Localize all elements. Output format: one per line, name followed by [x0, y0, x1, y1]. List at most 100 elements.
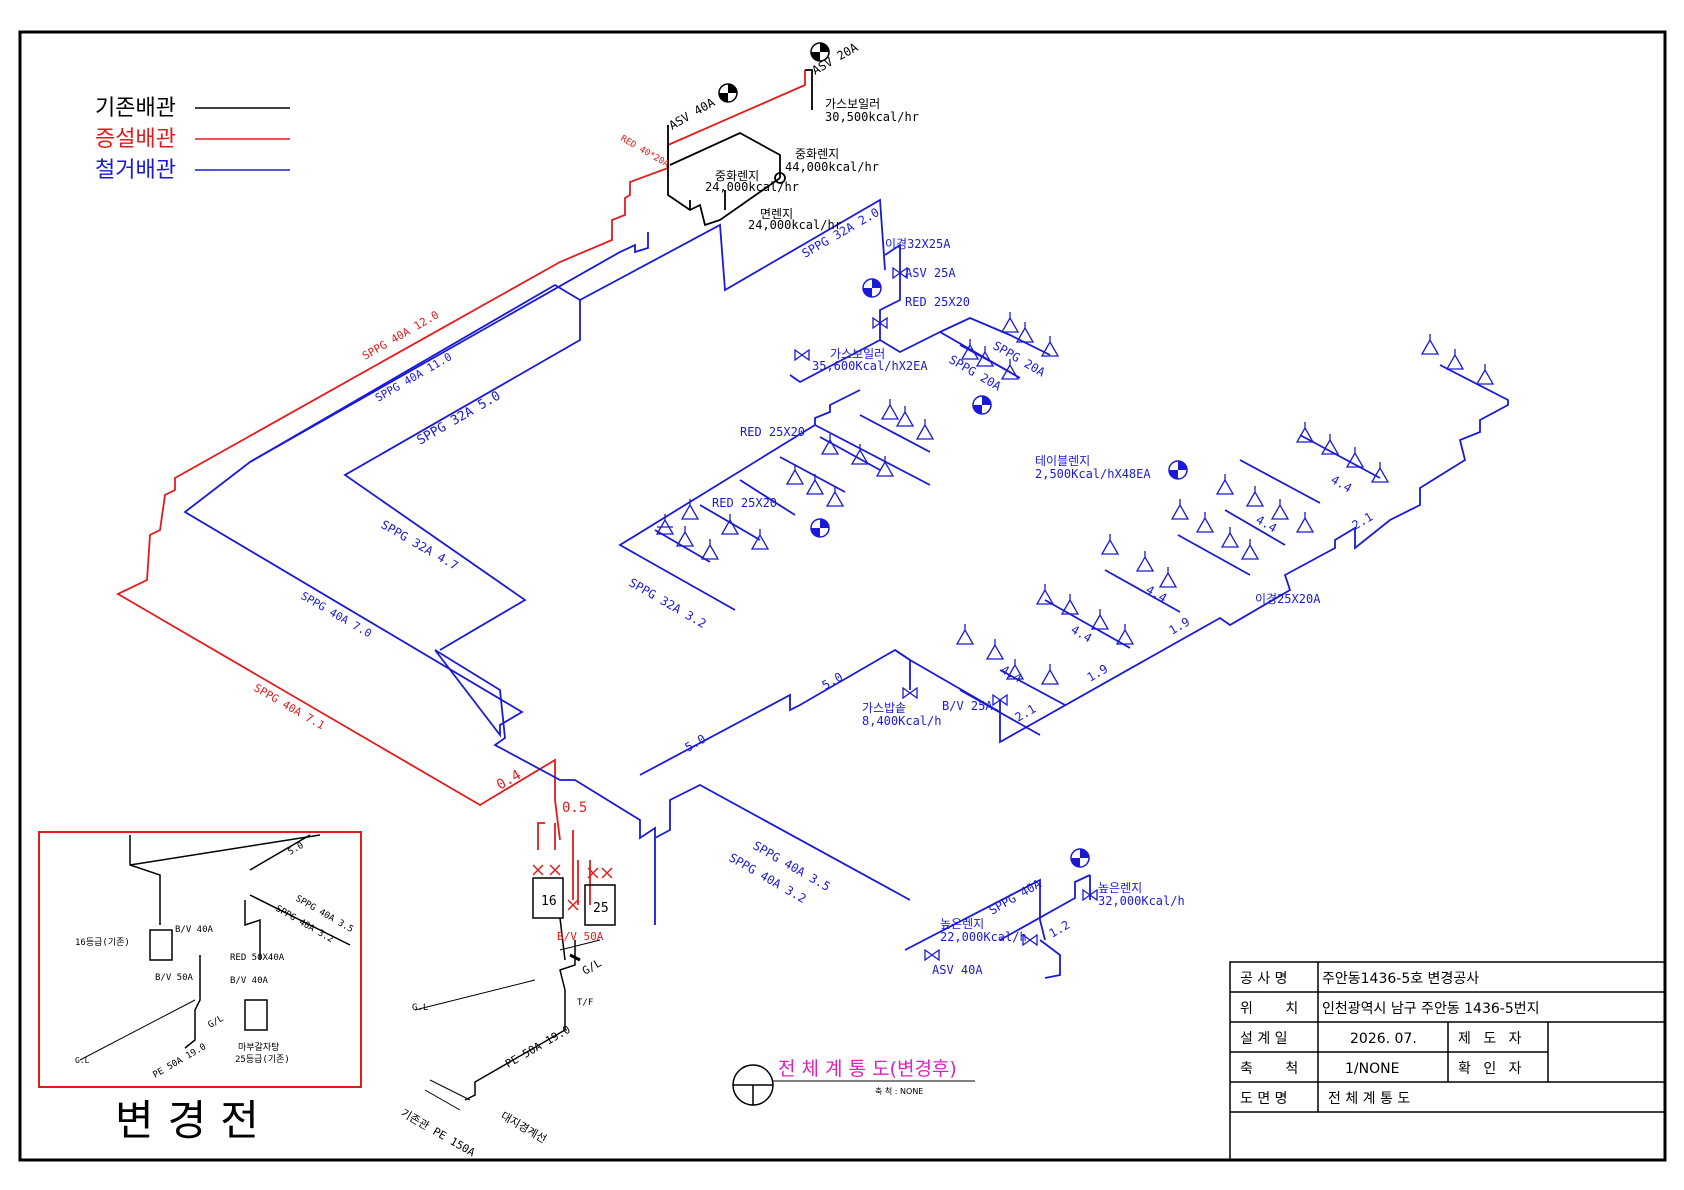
- valve-icon: [892, 266, 908, 280]
- burner-icon: [1295, 512, 1315, 533]
- label-boiler-top-name: 가스보일러: [825, 97, 880, 111]
- burner-icon: [1245, 486, 1265, 507]
- tb-date-value: 2026. 07.: [1350, 1031, 1417, 1047]
- label-boiler2-cap: 35,600Kcal/hX2EA: [812, 359, 928, 373]
- burner-icon: [1295, 422, 1315, 443]
- label-pe150: 기존관 PE 150A: [399, 1106, 478, 1159]
- label-sppg40-70: SPPG 40A 7.0: [299, 589, 374, 640]
- burner-icon: [655, 514, 675, 535]
- burner-icon: [895, 406, 915, 427]
- before-meter25-grade: 25등급(기존): [235, 1054, 290, 1065]
- label-tf: T/F: [577, 998, 593, 1008]
- before-gl: G/L: [207, 1014, 226, 1031]
- tb-scale-label: 축 척: [1240, 1061, 1312, 1077]
- label-sppg32-32: SPPG 32A 3.2: [627, 575, 709, 630]
- diagram-title: 전 체 계 통 도(변경후) 축 척 : NONE: [732, 1058, 975, 1106]
- burner-icon: [680, 499, 700, 520]
- ventilator-symbols: [718, 42, 1188, 868]
- legend-existing: 기존배관: [95, 96, 176, 121]
- burner-icon: [1040, 664, 1060, 685]
- label-sppg32-5: SPPG 32A 5.0: [415, 389, 504, 449]
- label-red-25x20-a: RED 25X20: [905, 295, 970, 309]
- burner-icon: [805, 474, 825, 495]
- label-boundary: 대지경계선: [499, 1109, 549, 1146]
- removed-piping: [183, 198, 1509, 979]
- gas-meters: [414, 877, 616, 1111]
- legend-removed: 철거배관: [95, 158, 176, 183]
- burner-icon: [880, 399, 900, 420]
- existing-piping-top: [667, 69, 813, 227]
- label-chinese-range1-cap: 44,000kcal/hr: [785, 160, 879, 174]
- fan-icon: [718, 83, 738, 103]
- label-d44c: 4.4: [1144, 582, 1170, 605]
- burner-icon: [1090, 609, 1110, 630]
- burner-icon: [1370, 462, 1390, 483]
- burner-icon: [825, 486, 845, 507]
- before-d50: 5.0: [287, 841, 306, 858]
- label-chinese-range2-cap: 24,000kcal/hr: [705, 180, 799, 194]
- legend: 기존배관 증설배관 철거배관: [95, 96, 290, 183]
- valve-icon: [794, 348, 810, 362]
- burner-icon: [785, 464, 805, 485]
- before-meter25-name: 마부갈자탕: [238, 1042, 279, 1053]
- before-bv50: B/V 50A: [155, 973, 194, 983]
- burner-icon: [955, 624, 975, 645]
- tb-project-label: 공 사 명: [1240, 971, 1288, 987]
- burner-icon: [985, 639, 1005, 660]
- label-asv25: ASV 25A: [905, 266, 956, 280]
- burner-icon: [1270, 499, 1290, 520]
- burner-icon: [820, 434, 840, 455]
- before-change-frame: [38, 831, 362, 1088]
- label-d04: 0.4: [494, 767, 524, 794]
- burner-icon: [1005, 659, 1025, 680]
- burner-icon: [1035, 584, 1055, 605]
- label-chinese-range2-name: 중화렌지: [715, 169, 759, 183]
- label-noodle-range-name: 면렌지: [760, 207, 793, 221]
- label-sppg20-a: SPPG 20A: [991, 338, 1049, 379]
- label-pe50: PE 50A 19.0: [503, 1023, 573, 1071]
- burner-icon: [1345, 447, 1365, 468]
- fan-icon: [972, 395, 992, 415]
- label-red-25x20-c: RED 25X20: [712, 496, 777, 510]
- label-table-range-name: 테이블렌지: [1035, 454, 1090, 468]
- tb-date-label: 설 계 일: [1240, 1031, 1288, 1047]
- label-bv50: B/V 50A: [557, 930, 604, 943]
- label-rice-cooker-cap: 8,400Kcal/h: [862, 714, 941, 728]
- burner-icon: [1040, 336, 1060, 357]
- label-d44d: 4.4: [1254, 512, 1280, 535]
- burner-icon: [1475, 364, 1495, 385]
- tb-drafter-label: 제 도 자: [1458, 1031, 1526, 1047]
- burner-icon: [875, 456, 895, 477]
- label-sppg40-a: SPPG 40A: [987, 876, 1045, 917]
- fan-icon: [810, 42, 830, 62]
- label-d19b: 1.9: [1167, 615, 1193, 638]
- valve-icon: [902, 686, 918, 700]
- label-sppg32-2: SPPG 32A 2.0: [800, 205, 882, 260]
- valve-icon: [924, 948, 940, 962]
- before-change-panel: 변경전 16등급(기존) 마부갈자탕 25등급(기존) B/V 40A B/V …: [38, 831, 362, 1145]
- burner-icon: [960, 339, 980, 360]
- label-high-range2-name: 높은렌지: [940, 917, 984, 931]
- label-gl: G/L: [580, 956, 604, 977]
- label-red-40-20: RED 40*20A: [619, 134, 671, 170]
- label-gl2: G.L: [412, 1003, 428, 1013]
- burner-icon: [1320, 434, 1340, 455]
- label-d44e: 4.4: [1329, 472, 1355, 495]
- labels-red: SPPG 40A 12.0 SPPG 40A 7.1 RED 40*20A 0.…: [252, 134, 671, 943]
- fan-icon: [1070, 848, 1090, 868]
- burner-icon: [750, 529, 770, 550]
- label-bv25: B/V 25A: [942, 699, 993, 713]
- title-block: 공 사 명 주안동1436-5호 변경공사 위 치 인천광역시 남구 주안동 1…: [1229, 961, 1666, 1161]
- before-pe: PE 50A 19.0: [152, 1042, 209, 1080]
- before-title: 변경전: [115, 1096, 273, 1145]
- burner-icon: [1420, 334, 1440, 355]
- label-high-range1-cap: 32,000Kcal/h: [1098, 894, 1185, 908]
- before-meter16: 16등급(기존): [75, 937, 130, 948]
- burner-icon: [1060, 594, 1080, 615]
- burner-icon: [1115, 624, 1135, 645]
- valve-icon: [872, 316, 888, 330]
- burner-icon: [675, 526, 695, 547]
- before-gl2: G.L: [75, 1056, 90, 1065]
- burner-icon: [1015, 322, 1035, 343]
